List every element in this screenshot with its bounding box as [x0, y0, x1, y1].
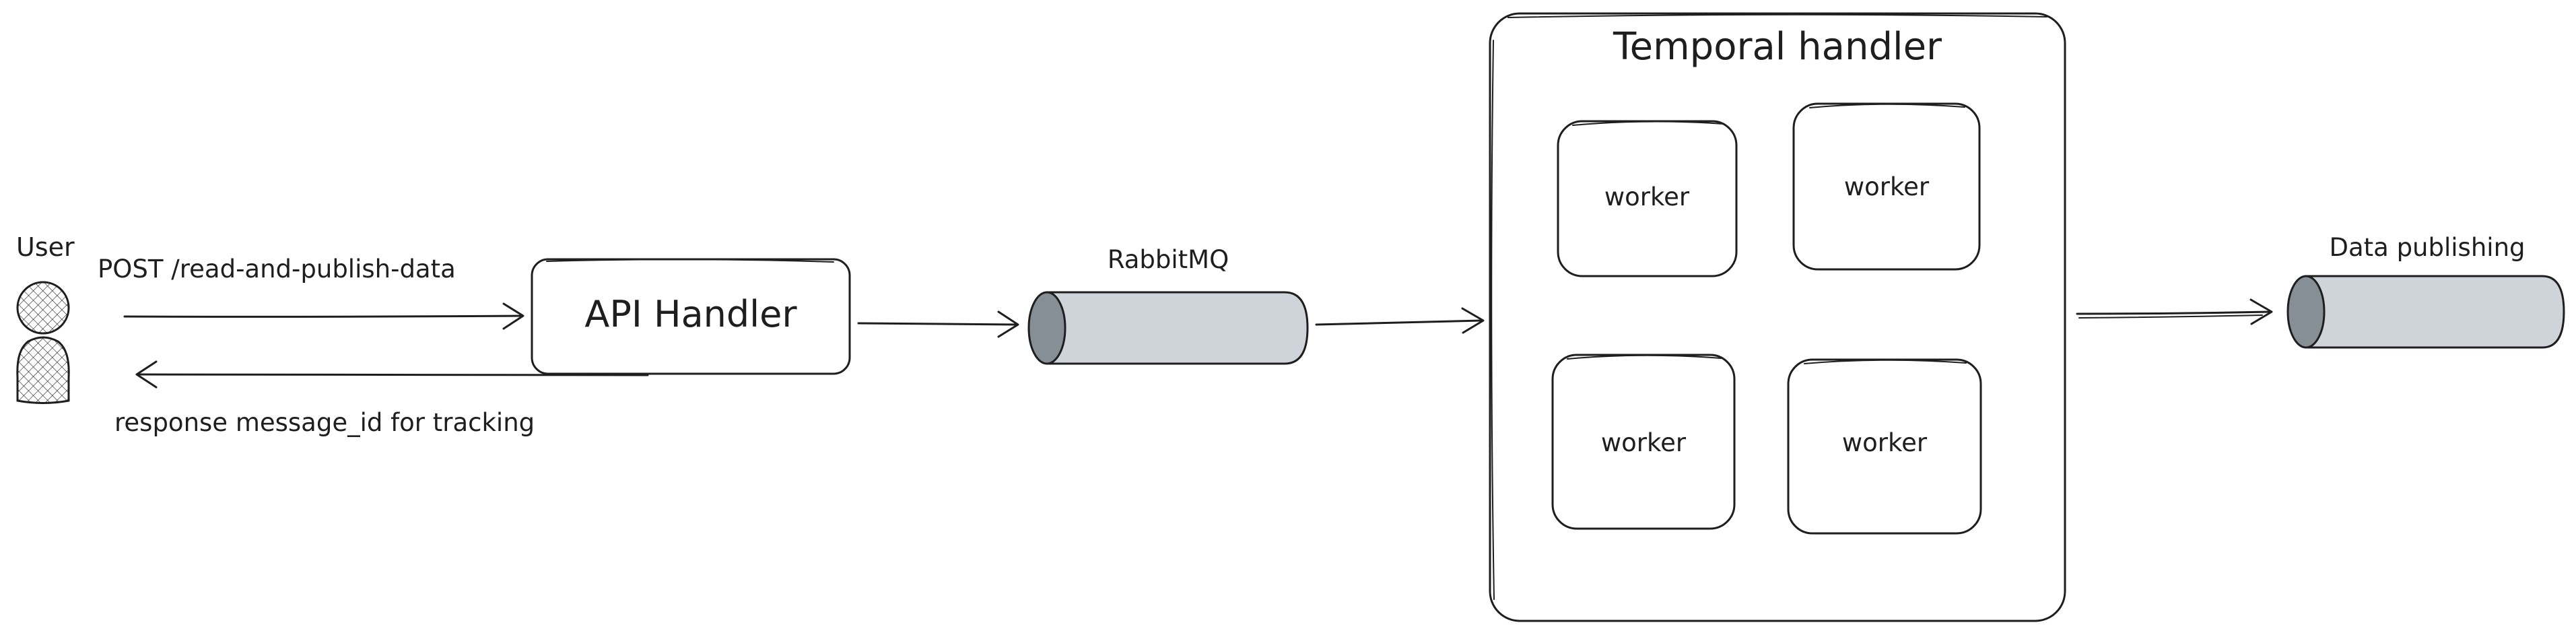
worker-label: worker: [1844, 172, 1930, 201]
api-handler-label: API Handler: [584, 293, 797, 335]
request-arrow: [123, 302, 524, 330]
worker-node: worker: [1787, 358, 1982, 535]
data-publishing-queue-body: [2305, 275, 2565, 349]
temporal-handler-label: Temporal handler: [1613, 25, 1942, 69]
worker-label: worker: [1604, 182, 1690, 211]
worker-node: worker: [1551, 354, 1736, 530]
worker-node: worker: [1557, 120, 1738, 277]
arrow-rabbitmq-to-temporal: [1315, 307, 1485, 334]
response-label: response message_id for tracking: [114, 408, 535, 437]
data-publishing-label: Data publishing: [2329, 233, 2525, 262]
user-body-icon: [16, 336, 70, 404]
user-actor: User: [16, 232, 75, 404]
request-label: POST /read-and-publish-data: [98, 255, 456, 284]
user-head-icon: [16, 281, 70, 335]
rabbitmq-queue: RabbitMQ: [1027, 245, 1309, 365]
worker-node: worker: [1792, 102, 1981, 271]
temporal-handler-node: Temporal handler worker worker worker wo…: [1489, 12, 2066, 622]
arrow-temporal-to-data-publishing: [2076, 298, 2273, 325]
rabbitmq-queue-cap: [1027, 291, 1066, 365]
api-handler-node: API Handler: [531, 258, 851, 375]
worker-label: worker: [1601, 428, 1687, 457]
user-label: User: [16, 232, 75, 262]
rabbitmq-label: RabbitMQ: [1108, 245, 1229, 274]
data-publishing-queue-cap: [2286, 275, 2326, 349]
rabbitmq-queue-body: [1046, 291, 1309, 365]
arrow-api-to-rabbitmq: [857, 310, 1019, 338]
response-arrow: [135, 360, 649, 389]
worker-label: worker: [1842, 428, 1928, 457]
data-publishing-queue: Data publishing: [2286, 233, 2565, 349]
